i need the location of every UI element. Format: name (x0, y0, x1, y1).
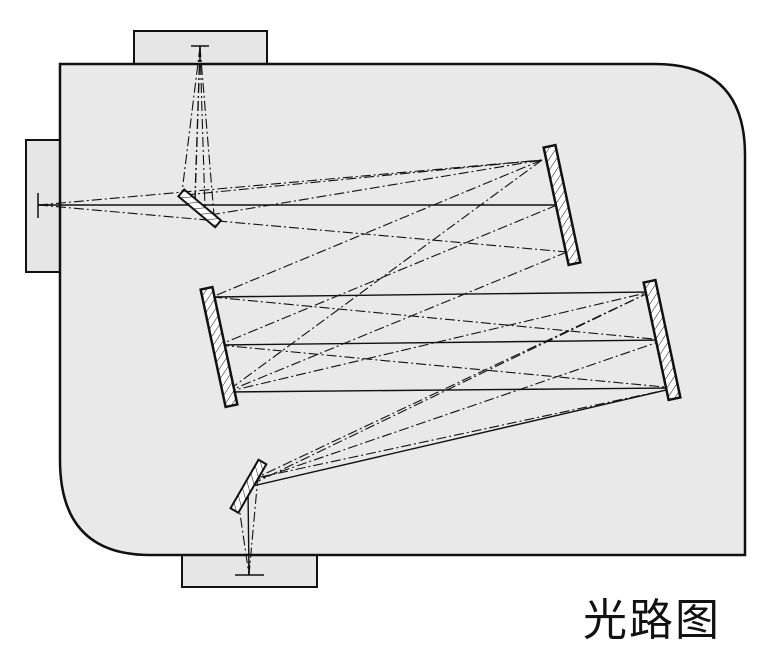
grating-left (199, 285, 239, 409)
diagram-caption: 光路图 (583, 595, 721, 646)
mirror-icon (176, 143, 682, 515)
spectrometer-housing (58, 62, 747, 557)
fold-mirror-upper (176, 188, 223, 229)
collimating-mirror (542, 143, 582, 267)
fold-mirror-lower (229, 458, 268, 515)
optical-rays (37, 46, 676, 576)
focusing-mirror (642, 278, 682, 402)
